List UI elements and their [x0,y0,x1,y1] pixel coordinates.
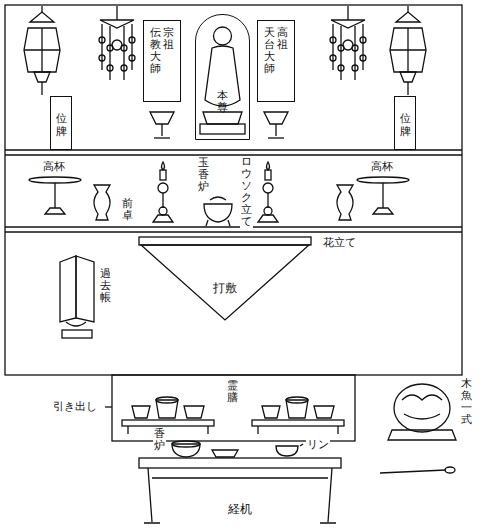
memorial-tablet: 位牌 [394,96,416,150]
desk-legs [148,468,332,522]
mokugyo [380,384,456,473]
hanging-ornament [330,6,366,80]
drawer-frame [105,375,355,441]
vertical-label: 高祖 [277,27,288,51]
buddha-figure [200,27,245,134]
vertical-label: 宗祖 [163,27,174,51]
part-label: 霊膳 [226,380,239,404]
desk-rail [152,477,328,478]
part-label: 香炉 [153,428,166,452]
tea-cup [150,112,288,138]
part-label: 過去帳 [99,268,112,304]
candle-stand [153,162,278,222]
front-table-top [139,237,311,245]
part-label: 引き出し [52,400,98,413]
vertical-label: 本尊 [217,90,228,114]
part-label: ロウソク立て [240,156,253,229]
lantern [24,6,60,95]
part-label: リン [306,438,330,451]
incense-burner [172,441,200,457]
part-label: 花立て [322,236,357,249]
part-label: 高杯 [42,160,66,173]
part-label: 前卓 [121,198,134,222]
desk-feet [144,522,336,523]
part-label: 経机 [228,502,252,516]
part-label: 高杯 [370,160,394,173]
altar-cabinet [5,5,462,375]
cloth-triangle [141,245,309,320]
hanging-ornament [99,6,135,80]
altar-cloth: 打敷 [138,236,312,322]
death-register [60,256,94,338]
part-label: 打敷 [213,281,237,295]
sutra-desk: 経机 [138,456,342,526]
memorial-tablet: 位牌 [50,96,72,150]
incense-bowl [212,450,238,457]
vertical-label: 位牌 [400,113,411,137]
part-label: 木魚一式 [460,378,473,426]
incense-burner [204,197,232,226]
cloth-outline [138,236,312,322]
desk-top [139,458,341,468]
part-label: 玉香炉 [197,157,210,193]
rin-bell [276,444,303,456]
vertical-label: 位牌 [56,113,67,137]
main-image-niche: 本尊 [195,14,250,140]
vertical-label: 伝教大師 [150,27,161,75]
patriarch-scroll: 高祖天台大師 [257,20,295,102]
vertical-label: 天台大師 [264,27,275,75]
founder-scroll: 宗祖伝教大師 [143,20,181,102]
lantern [390,6,426,95]
